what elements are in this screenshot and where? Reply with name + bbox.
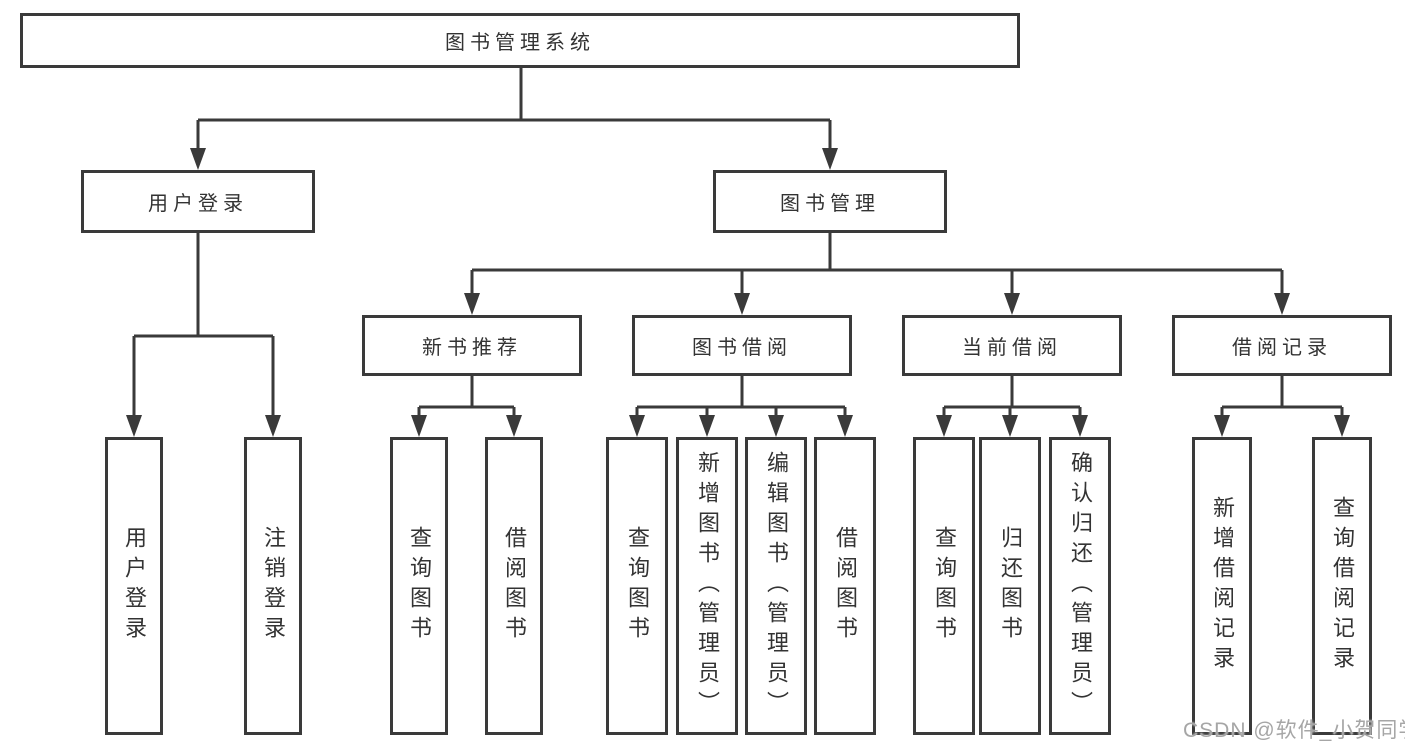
leaf-logout-login: 注销登录 bbox=[244, 437, 302, 735]
node-label: 归还图书 bbox=[998, 526, 1023, 646]
leaf-add-book-admin: 新增图书（管理员） bbox=[676, 437, 738, 735]
node-label: 编辑图书（管理员） bbox=[764, 451, 789, 721]
node-label: 确认归还（管理员） bbox=[1068, 451, 1093, 721]
node-label: 查询图书 bbox=[407, 526, 432, 646]
leaf-confirm-return-admin: 确认归还（管理员） bbox=[1049, 437, 1111, 735]
node-label: 新书推荐 bbox=[422, 337, 522, 359]
node-book-management: 图书管理 bbox=[713, 170, 947, 233]
node-label: 当前借阅 bbox=[962, 337, 1062, 359]
leaf-query-borrowing-record: 查询借阅记录 bbox=[1312, 437, 1372, 735]
node-label: 借阅图书 bbox=[833, 526, 858, 646]
node-library-management-system: 图书管理系统 bbox=[20, 13, 1020, 68]
node-label: 图书管理 bbox=[780, 193, 880, 215]
node-new-book-recommendation: 新书推荐 bbox=[362, 315, 582, 376]
node-borrowing-records: 借阅记录 bbox=[1172, 315, 1392, 376]
leaf-user-login: 用户登录 bbox=[105, 437, 163, 735]
node-label: 新增借阅记录 bbox=[1210, 496, 1235, 676]
node-label: 用户登录 bbox=[122, 526, 147, 646]
node-label: 注销登录 bbox=[261, 526, 286, 646]
node-label: 借阅记录 bbox=[1232, 337, 1332, 359]
node-current-borrowing: 当前借阅 bbox=[902, 315, 1122, 376]
leaf-query-books-borrowing: 查询图书 bbox=[606, 437, 668, 735]
leaf-return-books: 归还图书 bbox=[979, 437, 1041, 735]
leaf-edit-book-admin: 编辑图书（管理员） bbox=[745, 437, 807, 735]
node-label: 新增图书（管理员） bbox=[695, 451, 720, 721]
node-label: 图书借阅 bbox=[692, 337, 792, 359]
node-label: 查询借阅记录 bbox=[1330, 496, 1355, 676]
leaf-borrow-books-borrowing: 借阅图书 bbox=[814, 437, 876, 735]
leaf-add-borrowing-record: 新增借阅记录 bbox=[1192, 437, 1252, 735]
leaf-borrow-books-recommend: 借阅图书 bbox=[485, 437, 543, 735]
node-label: 图书管理系统 bbox=[445, 32, 595, 54]
csdn-watermark: CSDN @软件_小贺同学 bbox=[1183, 719, 1405, 742]
leaf-query-books-recommend: 查询图书 bbox=[390, 437, 448, 735]
node-book-borrowing: 图书借阅 bbox=[632, 315, 852, 376]
node-label: 查询图书 bbox=[932, 526, 957, 646]
node-label: 查询图书 bbox=[625, 526, 650, 646]
leaf-query-books-current: 查询图书 bbox=[913, 437, 975, 735]
node-user-login: 用户登录 bbox=[81, 170, 315, 233]
node-label: 借阅图书 bbox=[502, 526, 527, 646]
node-label: 用户登录 bbox=[148, 193, 248, 215]
